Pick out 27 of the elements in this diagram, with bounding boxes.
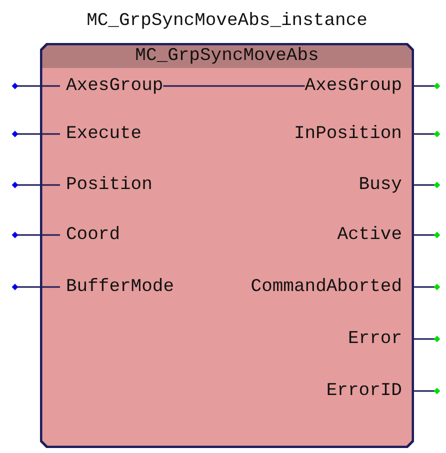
input-pin-label: AxesGroup: [60, 75, 164, 97]
output-pin-label: Busy: [358, 174, 414, 196]
input-pin-label: Execute: [60, 123, 142, 145]
pin-line: [414, 232, 440, 238]
input-pin-label: BufferMode: [60, 276, 174, 298]
pin-line: [414, 182, 440, 188]
pin-line: [414, 82, 440, 90]
connection-line: [163, 85, 305, 87]
pin-line: [414, 284, 440, 290]
pin-line: [12, 82, 60, 90]
output-pin-label: CommandAborted: [250, 276, 414, 298]
input-pin-label: Coord: [60, 224, 120, 246]
pin-line: [12, 130, 60, 138]
block-type-name: MC_GrpSyncMoveAbs: [134, 45, 320, 67]
pin-line: [12, 182, 60, 188]
instance-name: MC_GrpSyncMoveAbs_instance: [86, 10, 368, 32]
pin-line: [414, 388, 440, 394]
output-pin-label: Active: [337, 224, 414, 246]
pin-line: [12, 232, 60, 238]
output-pin-label: AxesGroup: [304, 75, 414, 97]
pin-line: [12, 284, 60, 290]
input-pin-label: Position: [60, 174, 152, 196]
pin-line: [414, 130, 440, 138]
pin-line: [414, 336, 440, 342]
output-pin-label: ErrorID: [326, 380, 414, 402]
output-pin-label: Error: [348, 328, 414, 350]
output-pin-label: InPosition: [294, 123, 414, 145]
